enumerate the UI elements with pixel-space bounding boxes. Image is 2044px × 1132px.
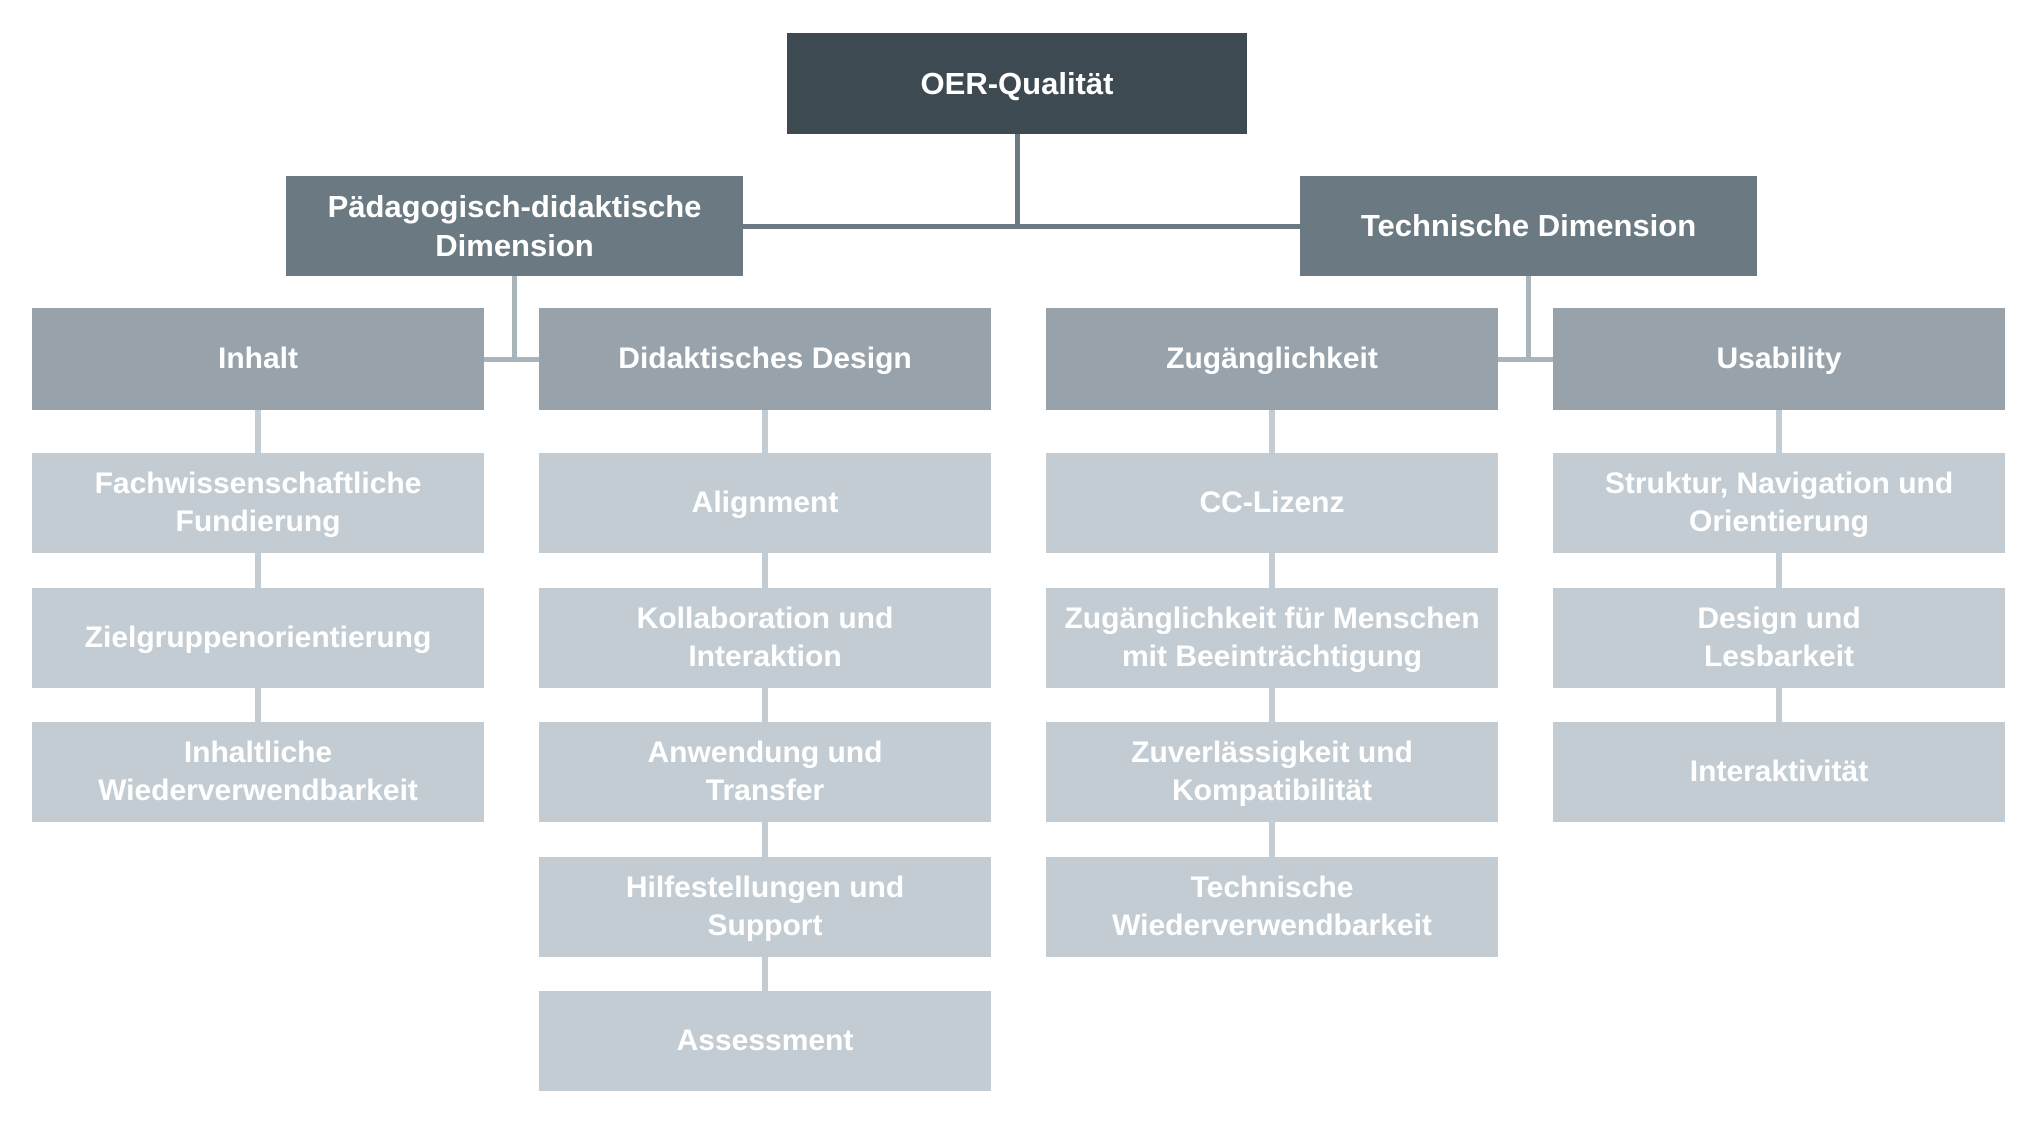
oer-qualitaet-label: OER-Qualität	[920, 65, 1114, 101]
node-assessment: Assessment	[539, 991, 991, 1091]
node-technische-wiederverwendbarkeit: Technische Wiederverwendbarkeit	[1046, 857, 1498, 957]
technische-wiederverwendbarkeit-label: Technische Wiederverwendbarkeit	[1112, 871, 1432, 942]
node-hilfestellungen-und-support: Hilfestellungen und Support	[539, 857, 991, 957]
connector-line	[762, 553, 768, 588]
node-zugaenglichkeit-fuer-menschen-mit-beeintraechtigung: Zugänglichkeit für Menschen mit Beeinträ…	[1046, 588, 1498, 688]
node-paedagogisch-didaktische-dimension: Pädagogisch-didaktische Dimension	[286, 176, 743, 276]
node-didaktisches-design: Didaktisches Design	[539, 308, 991, 410]
alignment-label: Alignment	[691, 486, 839, 520]
didaktisches-design-label: Didaktisches Design	[618, 342, 912, 376]
struktur-navigation-und-orientierung-label: Struktur, Navigation und Orientierung	[1604, 467, 1954, 538]
connector-line	[512, 276, 517, 360]
node-design-und-lesbarkeit: Design und Lesbarkeit	[1553, 588, 2005, 688]
usability-label: Usability	[1716, 342, 1842, 376]
node-inhaltliche-wiederverwendbarkeit: Inhaltliche Wiederverwendbarkeit	[32, 722, 484, 822]
node-zuverlaessigkeit-und-kompatibilitaet: Zuverlässigkeit und Kompatibilität	[1046, 722, 1498, 822]
connector-line	[1776, 410, 1782, 453]
connector-line	[255, 688, 261, 722]
design-und-lesbarkeit-label: Design und Lesbarkeit	[1697, 602, 1861, 673]
node-fachwissenschaftliche-fundierung: Fachwissenschaftliche Fundierung	[32, 453, 484, 553]
node-struktur-navigation-und-orientierung: Struktur, Navigation und Orientierung	[1553, 453, 2005, 553]
connector-line	[762, 822, 768, 857]
node-zielgruppenorientierung: Zielgruppenorientierung	[32, 588, 484, 688]
technische-dimension-label: Technische Dimension	[1360, 208, 1697, 244]
node-alignment: Alignment	[539, 453, 991, 553]
node-technische-dimension: Technische Dimension	[1300, 176, 1757, 276]
connector-line	[1269, 688, 1275, 722]
connector-line	[1526, 276, 1531, 360]
node-kollaboration-und-interaktion: Kollaboration und Interaktion	[539, 588, 991, 688]
node-interaktivitaet: Interaktivität	[1553, 722, 2005, 822]
connector-line	[762, 688, 768, 722]
connector-line	[1776, 553, 1782, 588]
connector-line	[484, 357, 539, 362]
connector-line	[762, 410, 768, 453]
zielgruppenorientierung-label: Zielgruppenorientierung	[84, 621, 432, 655]
node-usability: Usability	[1553, 308, 2005, 410]
zugaenglichkeit-label: Zugänglichkeit	[1166, 342, 1378, 376]
inhalt-label: Inhalt	[218, 342, 298, 376]
connector-line	[1269, 410, 1275, 453]
connector-line	[743, 224, 1300, 229]
fachwissenschaftliche-fundierung-label: Fachwissenschaftliche Fundierung	[94, 467, 422, 538]
anwendung-und-transfer-label: Anwendung und Transfer	[647, 736, 883, 807]
zuverlaessigkeit-und-kompatibilitaet-label: Zuverlässigkeit und Kompatibilität	[1131, 736, 1413, 807]
connector-line	[1776, 688, 1782, 722]
hilfestellungen-und-support-label: Hilfestellungen und Support	[625, 871, 905, 942]
connector-line	[255, 553, 261, 588]
node-zugaenglichkeit: Zugänglichkeit	[1046, 308, 1498, 410]
connector-line	[255, 410, 261, 453]
connector-line	[1269, 822, 1275, 857]
connector-line	[1269, 553, 1275, 588]
assessment-label: Assessment	[676, 1024, 854, 1058]
kollaboration-und-interaktion-label: Kollaboration und Interaktion	[636, 602, 894, 673]
connector-line	[1497, 357, 1553, 362]
node-inhalt: Inhalt	[32, 308, 484, 410]
inhaltliche-wiederverwendbarkeit-label: Inhaltliche Wiederverwendbarkeit	[98, 736, 418, 807]
node-anwendung-und-transfer: Anwendung und Transfer	[539, 722, 991, 822]
node-oer-qualitaet: OER-Qualität	[787, 33, 1247, 134]
cc-lizenz-label: CC-Lizenz	[1199, 486, 1345, 520]
node-cc-lizenz: CC-Lizenz	[1046, 453, 1498, 553]
interaktivitaet-label: Interaktivität	[1689, 755, 1869, 789]
paedagogisch-didaktische-dimension-label: Pädagogisch-didaktische Dimension	[327, 188, 702, 263]
connector-line	[1015, 134, 1020, 227]
connector-line	[762, 957, 768, 991]
zugaenglichkeit-fuer-menschen-mit-beeintraechtigung-label: Zugänglichkeit für Menschen mit Beeinträ…	[1064, 602, 1480, 673]
